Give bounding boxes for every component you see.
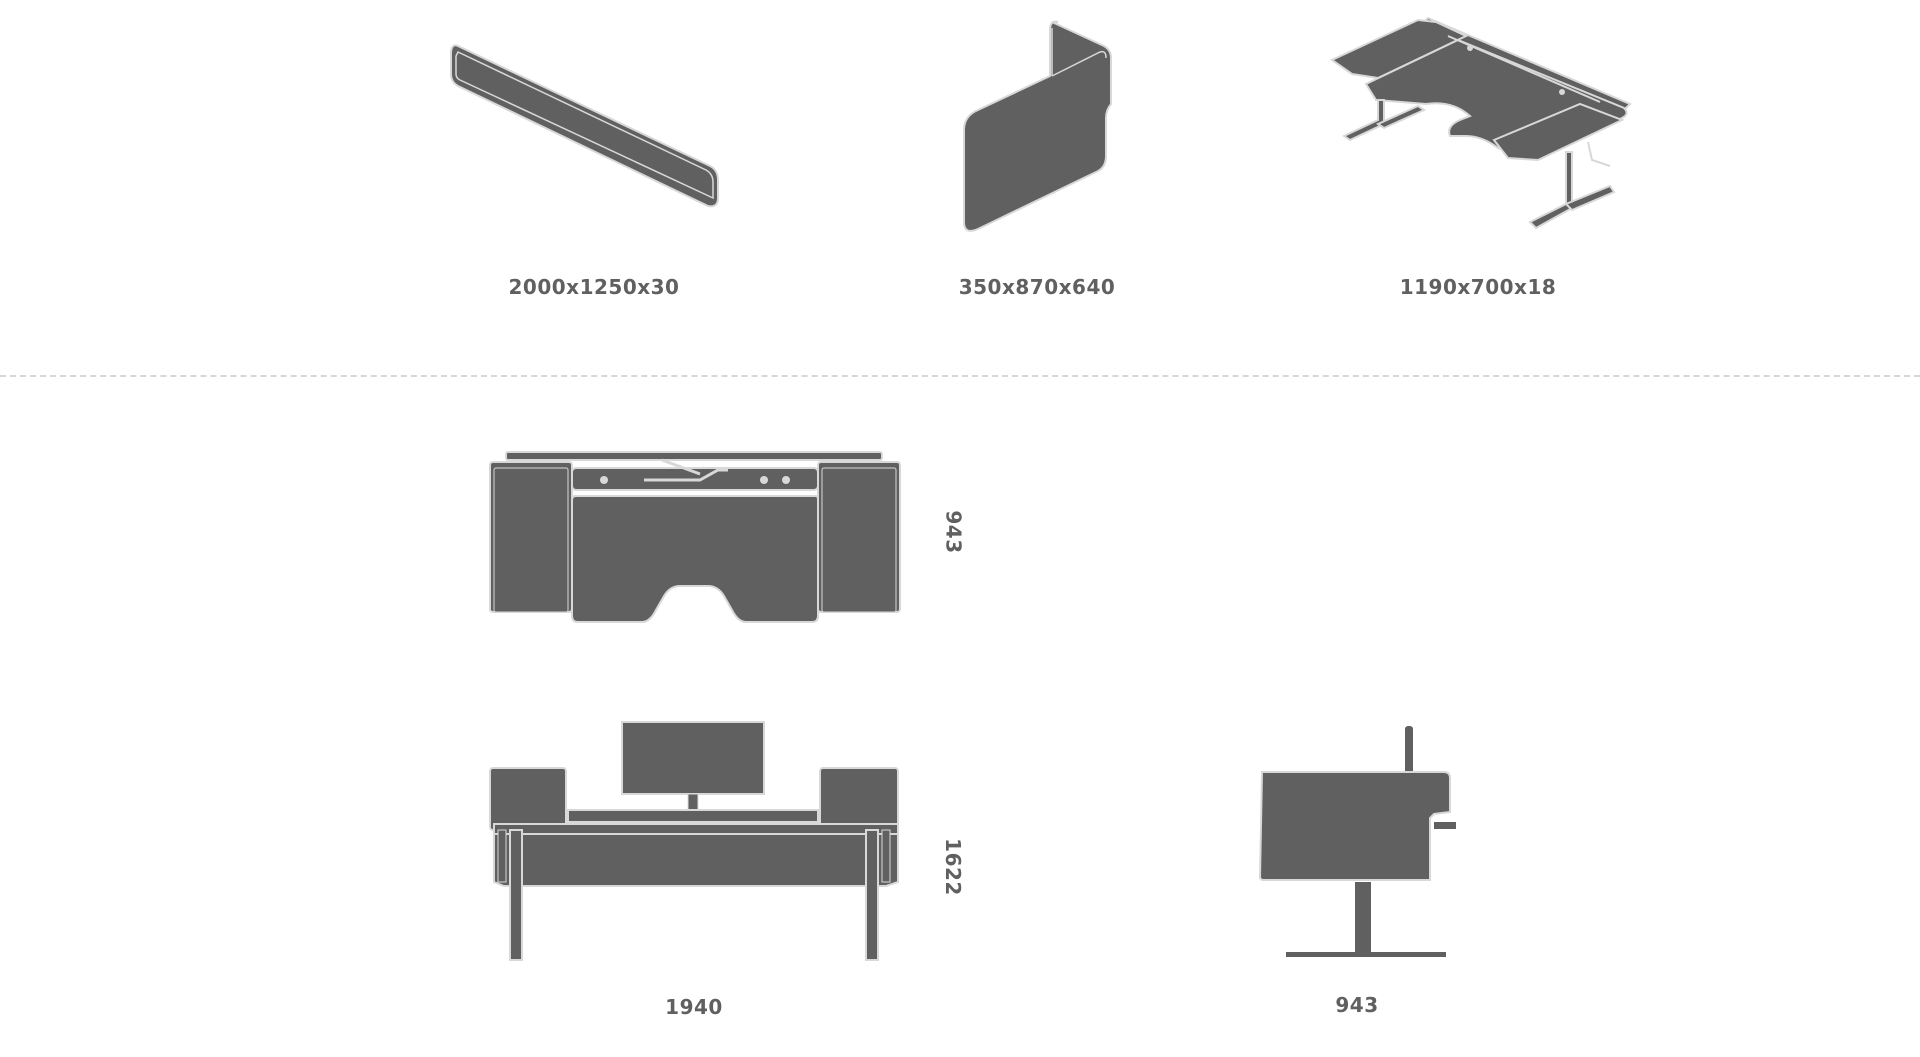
front-view-drawing [489, 721, 899, 961]
top-view-depth-label: 943 [941, 510, 966, 554]
front-view-height-label: 1622 [940, 838, 965, 896]
side-view-drawing [1258, 726, 1456, 957]
screen-dimensions: 350x870x640 [958, 275, 1116, 299]
screen-icon [963, 20, 1112, 232]
panel-dimensions: 2000x1250x30 [508, 275, 680, 299]
panel-icon [450, 44, 719, 208]
desk-dimensions: 1190x700x18 [1399, 275, 1557, 299]
front-view-width-label: 1940 [665, 995, 723, 1019]
section-divider [0, 375, 1920, 377]
side-view-depth-label: 943 [1335, 993, 1379, 1017]
desk-icon [1330, 16, 1632, 230]
top-view-drawing [489, 451, 901, 623]
